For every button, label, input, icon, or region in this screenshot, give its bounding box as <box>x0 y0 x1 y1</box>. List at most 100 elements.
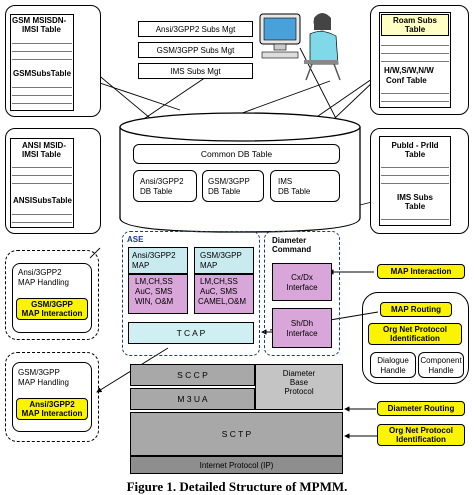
m3ua-label: M 3 U A <box>177 394 208 404</box>
roam-subs-highlight <box>381 14 449 36</box>
gsm-functions-box <box>194 274 254 314</box>
ims-db-label-2: DB Table <box>278 187 311 196</box>
sh-dh-label-2: Interface <box>286 329 318 338</box>
gsm-msisdn-label-1: GSM MSISDN- <box>12 16 67 25</box>
ip-label: Internet Protocol (IP) <box>199 461 274 470</box>
roam-subs-label-1: Roam Subs <box>392 16 437 25</box>
org-net-label-1: Org Net Protocol <box>382 325 447 334</box>
ansi-interaction-label-1: Ansi/3GPP2 <box>29 400 75 409</box>
gsm-map-handling-card <box>5 352 99 442</box>
gsm-db-label-2: DB Table <box>208 187 241 196</box>
ansi-func-2: AuC, SMS <box>135 287 173 296</box>
sccp-layer <box>130 364 255 386</box>
sctp-label: S C T P <box>221 429 252 439</box>
ansi-map-handling-card <box>5 250 99 340</box>
map-routing-group <box>362 292 469 384</box>
ansi-map-label-2: MAP <box>132 261 150 270</box>
dialogue-handle-box <box>370 352 416 378</box>
dialogue-label-1: Dialogue <box>377 356 409 365</box>
ims-db-table-box <box>270 170 340 202</box>
ansi-subs-mgt-label: Ansi/3GPP2 Subs Mgt <box>155 25 236 34</box>
ansi-msid-label-2: IMSI Table <box>22 150 61 159</box>
gsm-subs-mgt-label: GSM/3GPP Subs Mgt <box>156 46 235 55</box>
diameter-routing-label: Diameter Routing <box>387 404 455 413</box>
gsm-map-label-2: MAP <box>200 261 218 270</box>
ims-subs-mgt-box <box>138 63 253 79</box>
org-net-protocol-callout-2 <box>377 424 465 446</box>
gsm-map-label-1: GSM/3GPP <box>200 251 242 260</box>
ansi-handling-title-2: MAP Handling <box>18 278 69 287</box>
diameter-base-layer <box>255 364 343 410</box>
ims-subs-mgt-label: IMS Subs Mgt <box>170 67 221 76</box>
ansi-interaction-label-2: MAP Interaction <box>21 409 83 418</box>
ims-db-label-1: IMS <box>278 177 293 186</box>
component-label-1: Component <box>420 356 462 365</box>
tcap-label: T C A P <box>176 328 206 338</box>
hw-sw-nw-label-1: H/W,S/W,N/W <box>384 66 434 75</box>
gsm-msisdn-imsi-table <box>10 14 74 111</box>
map-routing-label: MAP Routing <box>390 305 442 314</box>
gsm-interaction-label-2: MAP Interaction <box>21 309 83 318</box>
gsm-db-label-1: GSM/3GPP <box>208 177 250 186</box>
gsm-map-handling-inner <box>12 362 92 432</box>
diameter-command-label-1: Diameter <box>272 236 307 245</box>
diameter-base-label-1: Diameter <box>282 369 316 378</box>
gsm-func-2: AuC, SMS <box>200 287 238 296</box>
diameter-base-label-3: Protocol <box>284 387 314 396</box>
diameter-routing-callout <box>377 401 465 416</box>
ansi-func-3: WIN, O&M <box>135 297 174 306</box>
pubid-label-1: PubId - PrIId <box>391 141 439 150</box>
pubid-label-2: Table <box>404 150 426 159</box>
org-net-protocol-callout <box>368 323 462 345</box>
org-net-label-2: Identification <box>390 334 440 343</box>
component-handle-box <box>418 352 464 378</box>
tcap-box <box>128 322 254 344</box>
cx-dx-label-1: Cx/Dx <box>291 273 313 282</box>
sh-dh-label-1: Sh/Dh <box>290 319 314 328</box>
sccp-label: S C C P <box>177 370 208 380</box>
diameter-command-label-2: Command <box>272 245 312 254</box>
diameter-base-label-2: Base <box>289 378 309 387</box>
ase-block <box>122 231 260 356</box>
figure-caption: Figure 1. Detailed Structure of MPMM. <box>126 479 348 494</box>
ims-subs-label-2: Table <box>404 202 426 211</box>
diameter-command-block <box>264 231 340 356</box>
ansi-subs-mgt-box <box>138 21 253 37</box>
gsm-func-3: CAMEL,O&M <box>198 297 247 306</box>
m3ua-layer <box>130 388 255 410</box>
gsm-db-table-box <box>202 170 264 202</box>
org-net2-label-2: Identification <box>396 435 446 444</box>
gsm-interaction-label-1: GSM/3GPP <box>31 300 73 309</box>
dialogue-label-2: Handle <box>380 366 406 375</box>
component-label-2: Handle <box>428 366 454 375</box>
org-net2-label-1: Org Net Protocol <box>388 426 453 435</box>
ansi-map-interaction-box <box>16 398 88 420</box>
gsm-subs-table-label: GSMSubsTable <box>13 69 72 78</box>
pubid-prlid-table <box>379 136 451 226</box>
ansi-msid-label-1: ANSI MSID- <box>22 141 66 150</box>
ansi-func-1: LM,CH,SS <box>135 277 173 286</box>
gsm-handling-title-2: MAP Handling <box>18 378 69 387</box>
ase-label: ASE <box>127 235 144 244</box>
common-db-table-label: Common DB Table <box>200 149 273 159</box>
ansi-map-label-1: Ansi/3GPP2 <box>132 251 176 260</box>
gsm-map-interaction-box <box>16 298 88 320</box>
ansi-db-label-2: DB Table <box>140 187 173 196</box>
map-interaction-label: MAP Interaction <box>390 267 452 276</box>
ansi-handling-title-1: Ansi/3GPP2 <box>18 268 62 277</box>
sctp-layer <box>130 412 343 456</box>
ip-layer <box>130 456 343 474</box>
ansi-db-label-1: Ansi/3GPP2 <box>140 177 184 186</box>
gsm-msisdn-label-2: IMSI Table <box>22 25 61 34</box>
roam-subs-label-2: Table <box>404 25 426 34</box>
ansi-subs-table-label: ANSISubsTable <box>13 196 72 205</box>
cx-dx-interface-box <box>272 263 332 301</box>
ims-subs-label-1: IMS Subs <box>396 193 433 202</box>
ansi-db-table-box <box>133 170 197 202</box>
ansi-functions-box <box>128 274 188 314</box>
gsm-func-1: LM,CH,SS <box>200 277 238 286</box>
ansi-map-box <box>128 247 188 274</box>
gsm-map-box <box>194 247 254 274</box>
hw-sw-nw-label-2: Conf Table <box>386 76 427 85</box>
